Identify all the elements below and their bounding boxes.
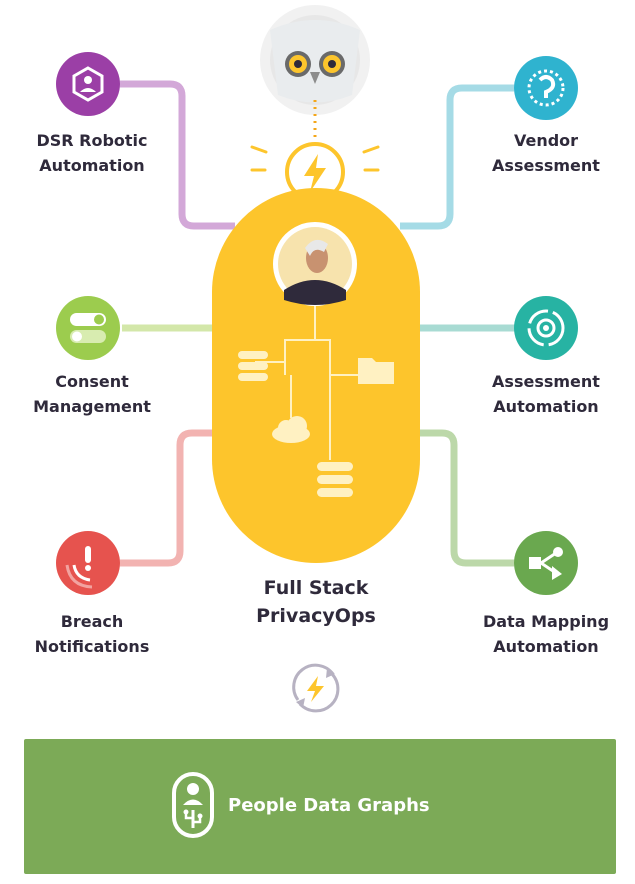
dsr-label: DSR Robotic Automation [16, 128, 168, 178]
breach-label: Breach Notifications [16, 609, 168, 659]
person-avatar [273, 222, 357, 306]
flow-icon [514, 531, 578, 595]
spark-rays [250, 145, 380, 172]
dsr-label-line1: DSR Robotic [36, 131, 148, 150]
database-icon [238, 351, 268, 381]
people-data-graphs-banner: People Data Graphs [24, 739, 616, 874]
cloud-icon [272, 416, 310, 443]
connector-dsr [120, 80, 235, 230]
breach-label-line2: Notifications [34, 637, 150, 656]
connector-datamap [418, 429, 514, 567]
center-title: Full Stack PrivacyOps [220, 574, 412, 630]
assessment-label-line1: Assessment [492, 372, 600, 391]
vendor-label: Vendor Assessment [470, 128, 622, 178]
center-title-line2: PrivacyOps [256, 605, 376, 627]
consent-label-line1: Consent [55, 372, 129, 391]
assessment-label-line2: Automation [493, 397, 599, 416]
datamap-label-line1: Data Mapping [482, 612, 610, 631]
center-capsule [212, 188, 420, 563]
toggle-icon [56, 296, 120, 360]
dsr-robot-icon [56, 52, 120, 116]
center-title-line1: Full Stack [263, 577, 369, 599]
dsr-label-line2: Automation [39, 156, 145, 175]
people-data-graphs-label: People Data Graphs [228, 795, 430, 816]
consent-label: Consent Management [16, 369, 168, 419]
server-icon [317, 462, 353, 497]
folder-icon [358, 358, 394, 384]
vendor-label-line1: Vendor [513, 131, 579, 150]
assessment-label: Assessment Automation [470, 369, 622, 419]
datamap-label: Data Mapping Automation [466, 609, 626, 659]
refresh-bolt-icon [292, 663, 340, 713]
consent-label-line2: Management [33, 397, 151, 416]
target-icon [514, 296, 578, 360]
connector-breach [120, 429, 215, 567]
vendor-assessment-icon [514, 56, 578, 120]
breach-label-line1: Breach [60, 612, 124, 631]
people-graph-icon [172, 772, 214, 838]
datamap-label-line2: Automation [493, 637, 599, 656]
vendor-label-line2: Assessment [492, 156, 600, 175]
alert-signal-icon [56, 531, 120, 595]
owl-mascot [260, 5, 370, 115]
connector-vendor [400, 84, 514, 230]
